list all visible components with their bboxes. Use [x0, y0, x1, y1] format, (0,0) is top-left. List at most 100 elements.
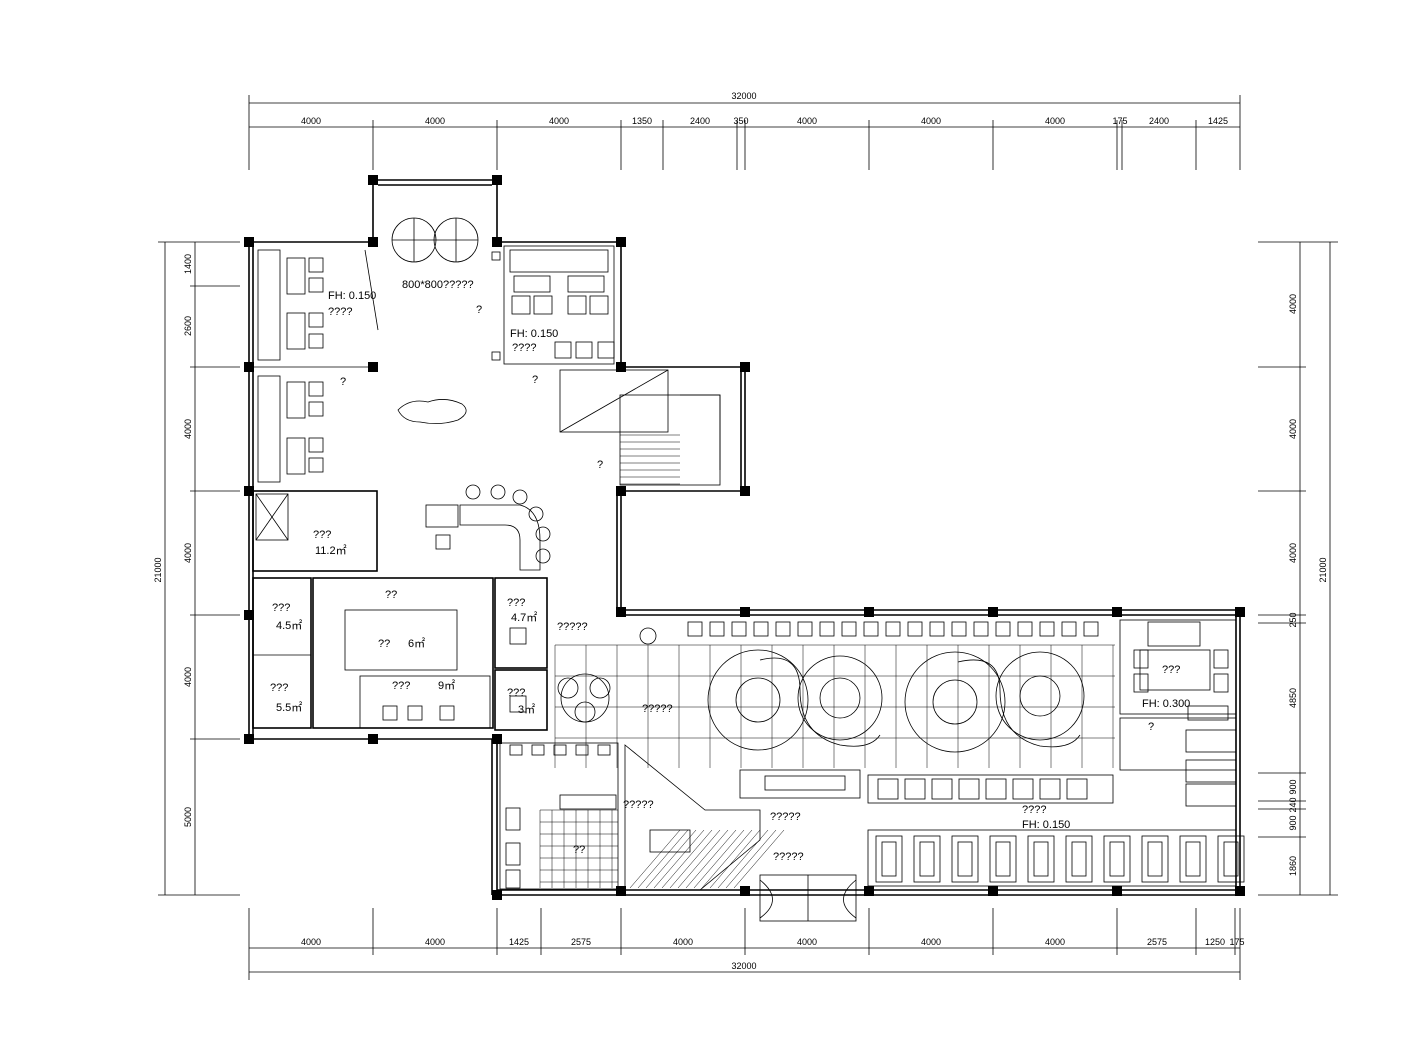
rock-feature: [397, 399, 467, 424]
ramp-line: [677, 829, 729, 889]
room-55-area: 5.5㎡: [276, 701, 302, 714]
right-dimension-chain: 4000 4000 4000 250 4850 900 240 900 1860…: [1258, 241, 1338, 896]
staircase: [559, 369, 721, 486]
office-label: ???: [313, 529, 331, 541]
left-dim-3: 4000: [183, 419, 193, 439]
booth-table: [1103, 835, 1131, 883]
booth-cushion: [919, 841, 935, 877]
private-fh-label: FH: 0.300: [1142, 698, 1190, 710]
restrooms: [499, 742, 619, 890]
lounge-cluster-left: [707, 649, 883, 751]
room-9-label: ???: [392, 680, 410, 692]
bottom-entrance-doors: [759, 874, 857, 922]
wc-stall: [597, 744, 611, 756]
top-dim-2: 4000: [425, 116, 445, 126]
left-dim-5: 4000: [183, 667, 193, 687]
planter-tree: [557, 627, 657, 723]
top-dim-4: 1350: [632, 116, 652, 126]
question-mark-2: ?: [340, 376, 346, 388]
toilet-label: ??: [573, 844, 585, 856]
bottom-dim-11: 175: [1229, 937, 1244, 947]
bottom-dim-6: 4000: [797, 937, 817, 947]
wc-stall: [553, 744, 567, 756]
room-47-area: 4.7㎡: [511, 611, 537, 624]
bottom-dim-7: 4000: [921, 937, 941, 947]
question-mark-4: ?: [597, 459, 603, 471]
right-dim-1: 4000: [1288, 294, 1298, 314]
private-room: [1119, 619, 1237, 807]
structural-columns: [244, 175, 1245, 900]
room-6-area: 6㎡: [408, 637, 425, 650]
stair-label: ?????: [623, 799, 654, 811]
ramp-line: [645, 829, 697, 889]
window-seat: [709, 621, 725, 637]
entrance-doors: [391, 217, 479, 263]
top-dim-8: 4000: [921, 116, 941, 126]
window-seat: [841, 621, 857, 637]
left-booth-seating: [253, 249, 379, 483]
room-47-label: ???: [507, 597, 525, 609]
booth-fh-label: FH: 0.150: [1022, 819, 1070, 831]
ramp-line: [661, 829, 713, 889]
bottom-dim-2: 4000: [425, 937, 445, 947]
right-dim-5: 4850: [1288, 688, 1298, 708]
room-45-area: 4.5㎡: [276, 619, 302, 632]
bottom-dim-1: 4000: [301, 937, 321, 947]
booth-table: [1065, 835, 1093, 883]
right-dim-9: 1860: [1288, 856, 1298, 876]
bottom-dimension-chain: 4000 4000 1425 2575 4000 4000 4000 4000 …: [248, 908, 1245, 980]
bar-counter: [739, 769, 861, 799]
small-question-mark: ?: [1148, 721, 1154, 733]
booth-cushion: [1071, 841, 1087, 877]
ramp-line: [693, 829, 745, 889]
window-seat: [907, 621, 923, 637]
left-dim-6: 5000: [183, 807, 193, 827]
booth-seat: [1039, 778, 1061, 800]
dining-label-b: ?????: [642, 703, 673, 715]
bottom-dim-9: 2575: [1147, 937, 1167, 947]
left-dimension-chain: 1400 2600 4000 4000 4000 5000 21000: [153, 241, 240, 896]
private-room-label: ???: [1162, 664, 1180, 676]
booth-label: ?????: [770, 811, 801, 823]
window-seat: [1083, 621, 1099, 637]
lounge-cluster-right: [904, 651, 1085, 753]
right-dim-7: 240: [1288, 797, 1298, 812]
corridor-label: ??: [385, 589, 397, 601]
left-booth-fh-label: FH: 0.150: [328, 290, 376, 302]
wc-stall: [509, 744, 523, 756]
right-dim-4: 250: [1288, 612, 1298, 627]
bottom-dim-8: 4000: [1045, 937, 1065, 947]
ramp-line: [653, 829, 705, 889]
room-3-area: 3㎡: [518, 703, 535, 716]
booth-seat: [958, 778, 980, 800]
top-dim-5: 2400: [690, 116, 710, 126]
booth-table: [989, 835, 1017, 883]
window-seat: [929, 621, 945, 637]
bottom-total-dim: 32000: [731, 961, 756, 971]
window-seat: [1039, 621, 1055, 637]
wc-stall: [575, 744, 589, 756]
ramp-line: [709, 829, 761, 889]
right-dim-6: 900: [1288, 779, 1298, 794]
top-total-dim: 32000: [731, 91, 756, 101]
office-area-label: 11.2㎡: [315, 544, 347, 557]
question-mark-3: ?: [532, 374, 538, 386]
question-mark-1: ?: [476, 304, 482, 316]
booth-row-lower: [867, 829, 1245, 887]
top-dim-12: 1425: [1208, 116, 1228, 126]
top-dim-11: 2400: [1149, 116, 1169, 126]
booth-bench: [867, 774, 1114, 804]
booth-table: [951, 835, 979, 883]
ramp-line: [717, 829, 769, 889]
booth-seat: [1066, 778, 1088, 800]
window-seat: [995, 621, 1011, 637]
vip-room-label: ????: [512, 342, 536, 354]
entry-ramp: [624, 744, 785, 891]
booth-cushion: [1109, 841, 1125, 877]
top-dim-9: 4000: [1045, 116, 1065, 126]
ramp-line: [669, 829, 721, 889]
booth-cushion: [957, 841, 973, 877]
bottom-dim-10: 1250: [1205, 937, 1225, 947]
window-seat: [819, 621, 835, 637]
